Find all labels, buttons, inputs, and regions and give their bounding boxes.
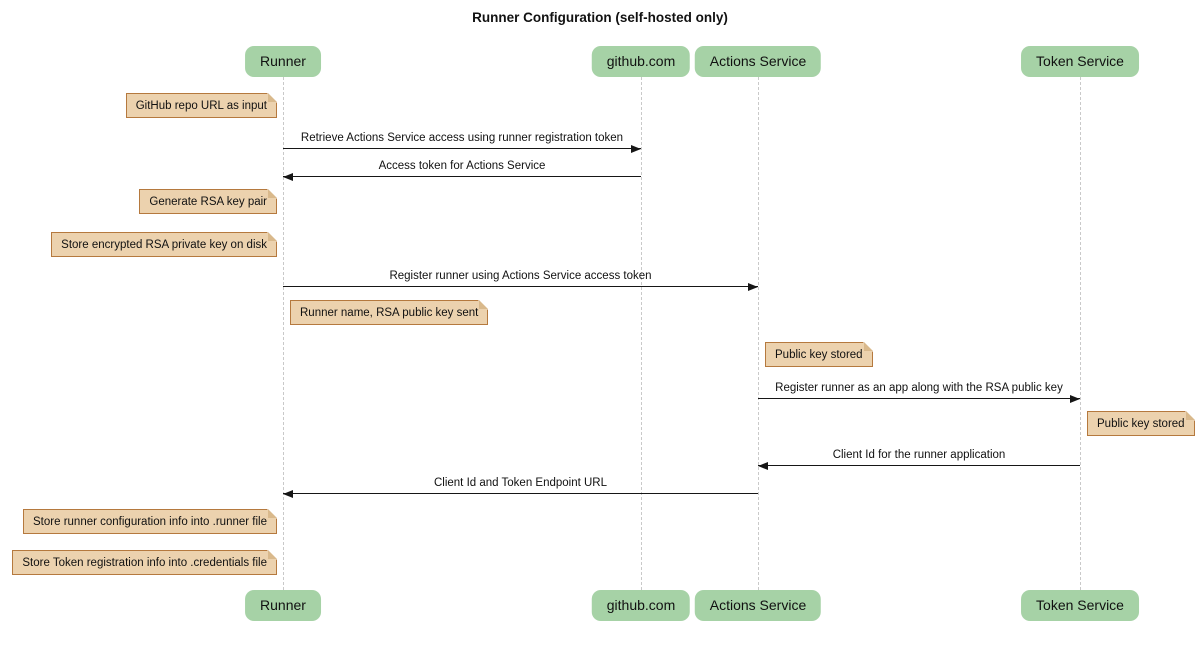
message-line xyxy=(758,398,1080,399)
lifeline-token xyxy=(1080,77,1081,590)
arrowhead-icon xyxy=(631,145,641,153)
message-label: Register runner using Actions Service ac… xyxy=(389,270,652,282)
lifeline-github xyxy=(641,77,642,590)
note: Store runner configuration info into .ru… xyxy=(23,509,277,534)
message-label: Client Id and Token Endpoint URL xyxy=(433,477,608,489)
participant-token-bottom: Token Service xyxy=(1021,590,1139,621)
participant-github-bottom: github.com xyxy=(591,590,691,621)
message-line xyxy=(283,176,641,177)
message-line xyxy=(283,493,758,494)
note: Store Token registration info into .cred… xyxy=(12,550,277,575)
note: Store encrypted RSA private key on disk xyxy=(51,232,277,257)
arrowhead-icon xyxy=(283,490,293,498)
participant-actions-top: Actions Service xyxy=(694,46,822,77)
participant-runner-bottom: Runner xyxy=(245,590,321,621)
participant-actions-bottom: Actions Service xyxy=(694,590,822,621)
message-line xyxy=(283,286,758,287)
message-label: Register runner as an app along with the… xyxy=(775,382,1063,394)
message-label: Client Id for the runner application xyxy=(832,449,1006,461)
arrowhead-icon xyxy=(1070,395,1080,403)
arrowhead-icon xyxy=(748,283,758,291)
message-label: Access token for Actions Service xyxy=(378,160,546,172)
note: GitHub repo URL as input xyxy=(125,93,278,118)
note: Generate RSA key pair xyxy=(139,189,277,214)
note: Runner name, RSA public key sent xyxy=(290,300,489,325)
lifeline-runner xyxy=(283,77,284,590)
message-line xyxy=(758,465,1080,466)
arrowhead-icon xyxy=(758,462,768,470)
participant-token-top: Token Service xyxy=(1021,46,1139,77)
message-label: Retrieve Actions Service access using ru… xyxy=(300,132,624,144)
note: Public key stored xyxy=(1087,411,1195,436)
lifeline-actions xyxy=(758,77,759,590)
arrowhead-icon xyxy=(283,173,293,181)
diagram-title: Runner Configuration (self-hosted only) xyxy=(472,10,728,25)
participant-runner-top: Runner xyxy=(245,46,321,77)
note: Public key stored xyxy=(765,342,873,367)
message-line xyxy=(283,148,641,149)
participant-github-top: github.com xyxy=(591,46,691,77)
